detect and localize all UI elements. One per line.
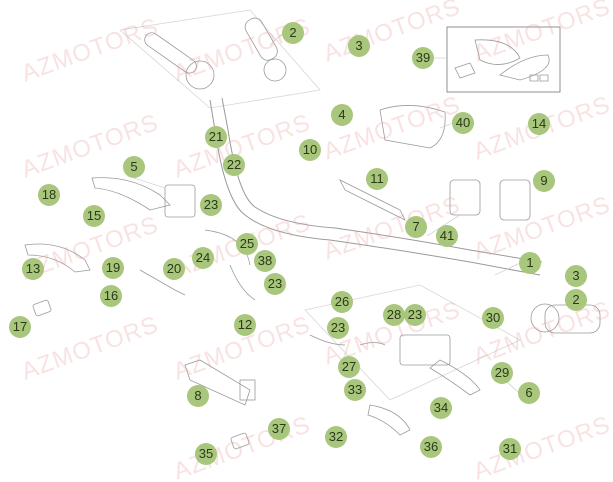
part-callout-5[interactable]: 5 — [123, 156, 145, 178]
part-callout-6[interactable]: 6 — [518, 382, 540, 404]
part-callout-3[interactable]: 3 — [565, 265, 587, 287]
part-callout-31[interactable]: 31 — [499, 438, 521, 460]
part-callout-23[interactable]: 23 — [404, 304, 426, 326]
part-callout-16[interactable]: 16 — [100, 285, 122, 307]
part-callout-7[interactable]: 7 — [405, 216, 427, 238]
part-callout-41[interactable]: 41 — [436, 225, 458, 247]
part-callout-39[interactable]: 39 — [412, 47, 434, 69]
part-callout-23[interactable]: 23 — [327, 317, 349, 339]
part-callout-9[interactable]: 9 — [533, 170, 555, 192]
part-callout-20[interactable]: 20 — [163, 258, 185, 280]
part-callout-29[interactable]: 29 — [491, 362, 513, 384]
part-callout-35[interactable]: 35 — [195, 443, 217, 465]
part-callout-2[interactable]: 2 — [282, 22, 304, 44]
part-callout-17[interactable]: 17 — [9, 316, 31, 338]
part-callout-1[interactable]: 1 — [519, 252, 541, 274]
part-callout-27[interactable]: 27 — [338, 356, 360, 378]
part-callout-11[interactable]: 11 — [366, 168, 388, 190]
part-callout-4[interactable]: 4 — [331, 104, 353, 126]
part-callout-25[interactable]: 25 — [236, 233, 258, 255]
part-callout-8[interactable]: 8 — [187, 385, 209, 407]
part-callout-10[interactable]: 10 — [299, 139, 321, 161]
part-callout-36[interactable]: 36 — [420, 436, 442, 458]
part-callout-15[interactable]: 15 — [83, 205, 105, 227]
part-callout-28[interactable]: 28 — [383, 304, 405, 326]
part-callout-3[interactable]: 3 — [348, 35, 370, 57]
part-callout-33[interactable]: 33 — [344, 379, 366, 401]
part-callout-13[interactable]: 13 — [22, 258, 44, 280]
part-callout-26[interactable]: 26 — [331, 291, 353, 313]
part-callout-14[interactable]: 14 — [528, 113, 550, 135]
part-callout-23[interactable]: 23 — [264, 273, 286, 295]
part-callout-22[interactable]: 22 — [223, 154, 245, 176]
part-callout-12[interactable]: 12 — [234, 314, 256, 336]
part-callout-37[interactable]: 37 — [268, 418, 290, 440]
part-callout-34[interactable]: 34 — [430, 397, 452, 419]
part-callout-38[interactable]: 38 — [254, 250, 276, 272]
part-callout-30[interactable]: 30 — [482, 307, 504, 329]
part-callout-24[interactable]: 24 — [192, 247, 214, 269]
part-callout-32[interactable]: 32 — [325, 426, 347, 448]
part-callout-23[interactable]: 23 — [200, 194, 222, 216]
part-callout-2[interactable]: 2 — [565, 289, 587, 311]
part-callout-40[interactable]: 40 — [452, 112, 474, 134]
part-callout-19[interactable]: 19 — [102, 257, 124, 279]
part-callout-18[interactable]: 18 — [38, 184, 60, 206]
part-callout-21[interactable]: 21 — [205, 126, 227, 148]
